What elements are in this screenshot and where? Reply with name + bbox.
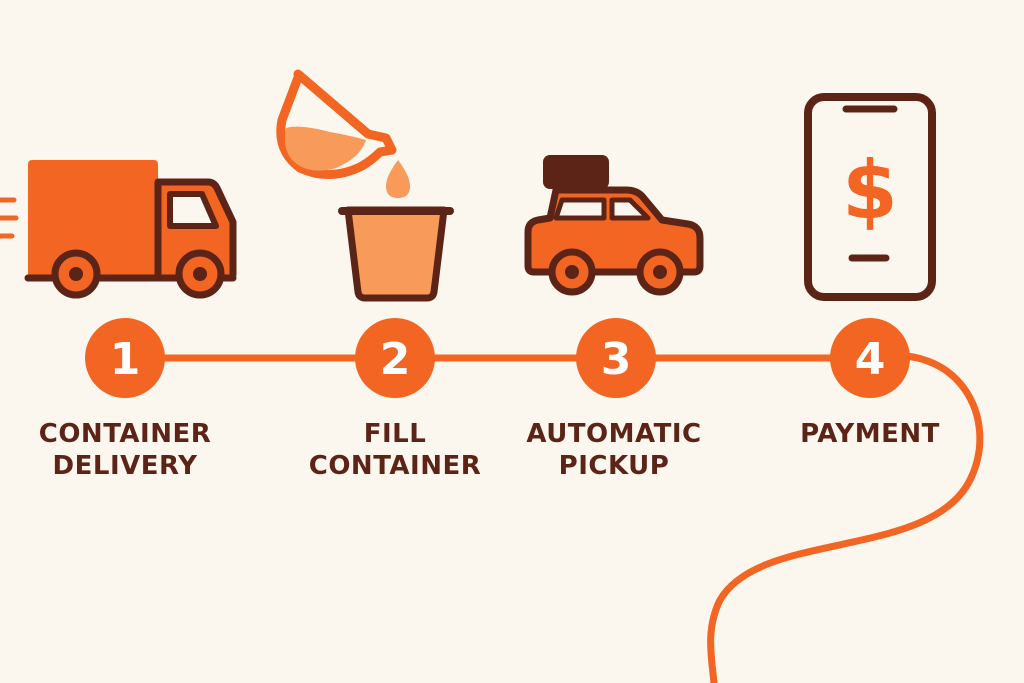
label-line: PICKUP [558, 451, 670, 481]
label-line: PAYMENT [800, 419, 940, 449]
step-marker-2: 2 [355, 318, 435, 398]
step-label-container-delivery: CONTAINER DELIVERY [5, 418, 245, 482]
step-label-payment: PAYMENT [750, 418, 990, 450]
label-line: CONTAINER [308, 451, 482, 481]
step-label-automatic-pickup: AUTOMATIC PICKUP [494, 418, 734, 482]
step-marker-1: 1 [85, 318, 165, 398]
svg-text:2: 2 [380, 334, 411, 385]
step-marker-3: 3 [576, 318, 656, 398]
step-marker-4: 4 [830, 318, 910, 398]
step-label-fill-container: FILL CONTAINER [275, 418, 515, 482]
label-line: DELIVERY [52, 451, 198, 481]
svg-text:3: 3 [601, 334, 632, 385]
svg-text:4: 4 [855, 334, 886, 385]
delivery-truck-icon [0, 160, 237, 299]
car-pickup-night-icon [524, 103, 718, 296]
fill-container-icon [276, 69, 454, 302]
smartphone-payment-icon: $ [804, 93, 936, 301]
label-line: FILL [363, 419, 427, 449]
svg-text:1: 1 [110, 334, 141, 385]
label-line: CONTAINER [38, 419, 212, 449]
timeline-connector [121, 352, 984, 683]
dollar-sign-icon: $ [842, 144, 898, 237]
moon-icon [673, 103, 718, 162]
label-line: AUTOMATIC [526, 419, 702, 449]
